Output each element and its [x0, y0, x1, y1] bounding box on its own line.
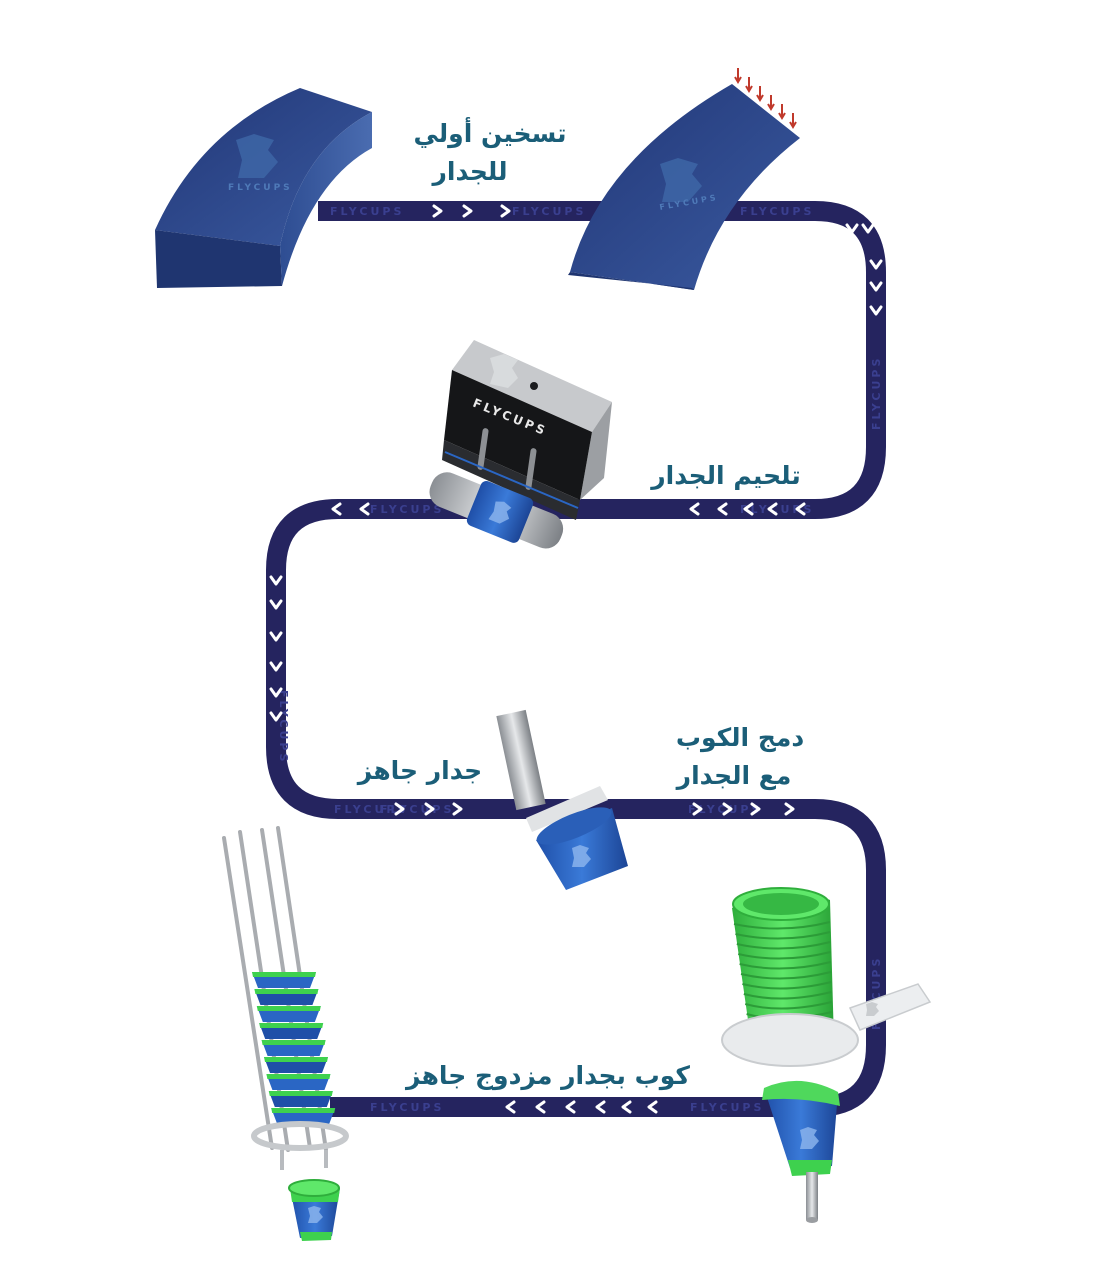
step-label-merge: دمج الكوب مع الجدار [675, 723, 805, 791]
track-brand-text: FLYCUPS [512, 205, 586, 218]
flat-wall-blank-icon: FLYCUPS [155, 88, 372, 288]
cup-rib [735, 931, 831, 940]
chevron-arrow-icon [722, 802, 733, 816]
cup-rib [744, 1001, 832, 1010]
cup-rib [740, 971, 832, 980]
track-brand-text: FLYCUPS [277, 690, 290, 764]
heat-arrow-icon [767, 95, 775, 111]
step-label-line: تلحيم الجدار [649, 461, 801, 490]
stacked-cup-rim [271, 1108, 336, 1113]
wall-brand-text: FLYCUPS [228, 183, 293, 193]
chevron-arrow-icon [432, 204, 443, 218]
chevron-arrow-icon [269, 575, 283, 586]
step-label-finished: كوب بجدار مزدوج جاهز [404, 1061, 690, 1091]
single-finished-cup-icon [288, 1179, 340, 1241]
cup-rib [742, 981, 832, 990]
track-brand-text: FLYCUPS [690, 1101, 764, 1114]
chevron-arrow-icon [535, 1100, 546, 1114]
step-label-line: جدار جاهز [356, 756, 482, 786]
track-brand-text: FLYCUPS [370, 503, 444, 516]
chevron-arrow-icon [621, 1100, 632, 1114]
heat-arrow-icon [756, 86, 764, 102]
cup-rib [739, 961, 832, 970]
track-brand-text: FLYCUPS [330, 205, 404, 218]
step-label-ready-wall: جدار جاهز [356, 756, 482, 786]
chevron-arrow-icon [869, 281, 883, 292]
cup-stack-dispenser-icon [721, 887, 932, 1223]
track-brand-text: FLYCUPS [380, 803, 454, 816]
stacked-cup-rim [252, 972, 316, 977]
welding-machine-icon: FLYCUPS [429, 340, 612, 549]
chevron-arrow-icon [462, 204, 473, 218]
step-label-line: دمج الكوب [676, 723, 804, 753]
chevron-arrow-icon [869, 259, 883, 270]
step-label-weld: تلحيم الجدار [649, 461, 801, 490]
chevron-arrow-icon [845, 223, 859, 234]
finished-cups [252, 972, 336, 1124]
stacked-cup-rim [266, 1074, 331, 1079]
heated-wall-blank-icon: FLYCUPS [568, 68, 800, 290]
chevron-arrow-icon [595, 1100, 606, 1114]
chevron-arrow-icon [689, 502, 700, 516]
track-brand-text: FLYCUPS [870, 356, 883, 430]
chevron-arrow-icon [743, 502, 754, 516]
track-brand-text: FLYCUPS [334, 803, 408, 816]
stacked-cup-rim [264, 1057, 328, 1062]
chevron-arrow-icon [861, 223, 875, 234]
finished-cup-stack-icon [222, 826, 349, 1241]
stack-rod [222, 836, 274, 1150]
step-label-line: تسخين أولي [413, 117, 566, 149]
cup-rib [736, 941, 831, 950]
heat-arrow-icon [745, 77, 753, 93]
heat-arrow-icon [778, 104, 786, 120]
chevron-arrow-icon [269, 661, 283, 672]
chevron-arrow-icon [500, 204, 511, 218]
chevron-arrow-icon [692, 802, 703, 816]
heat-arrow-icon [734, 68, 742, 84]
step-label-line: للجدار [430, 157, 507, 186]
step-label-preheat: تسخين أولي للجدار [413, 117, 566, 186]
chevron-arrow-icon [269, 687, 283, 698]
track-brand-text: FLYCUPS [740, 205, 814, 218]
track-direction-arrows [269, 204, 883, 1114]
stacked-cup-rim [261, 1040, 326, 1045]
heat-arrows-icon [734, 68, 797, 129]
track-brand-text: FLYCUPS [370, 1101, 444, 1114]
chevron-arrow-icon [784, 802, 795, 816]
cup-rib [733, 921, 831, 930]
stacked-cup-rim [268, 1091, 333, 1096]
chevron-arrow-icon [394, 802, 405, 816]
chevron-arrow-icon [750, 802, 761, 816]
chevron-arrow-icon [269, 631, 283, 642]
chevron-arrow-icon [717, 502, 728, 516]
stacked-cup-rim [254, 989, 319, 994]
chevron-arrow-icon [331, 502, 342, 516]
chevron-arrow-icon [424, 802, 435, 816]
chevron-arrow-icon [269, 711, 283, 722]
stacked-cup-rim [256, 1006, 321, 1011]
stacked-cup-rim [259, 1023, 324, 1028]
chevron-arrow-icon [565, 1100, 576, 1114]
step-label-line: مع الجدار [675, 761, 792, 791]
chevron-arrow-icon [647, 1100, 658, 1114]
chevron-arrow-icon [869, 305, 883, 316]
track-brand-text: FLYCUPS [740, 503, 814, 516]
chevron-arrow-icon [767, 502, 778, 516]
step-label-line: كوب بجدار مزدوج جاهز [404, 1061, 690, 1091]
chevron-arrow-icon [452, 802, 463, 816]
ready-wall-on-mandrel-icon [496, 709, 628, 890]
chevron-arrow-icon [795, 502, 806, 516]
cup-rib [737, 951, 831, 960]
chevron-arrow-icon [269, 599, 283, 610]
chevron-arrow-icon [505, 1100, 516, 1114]
track-brand-text: FLYCUPS [688, 803, 762, 816]
heat-arrow-icon [789, 113, 797, 129]
chevron-arrow-icon [359, 502, 370, 516]
cup-rib [743, 991, 832, 1000]
